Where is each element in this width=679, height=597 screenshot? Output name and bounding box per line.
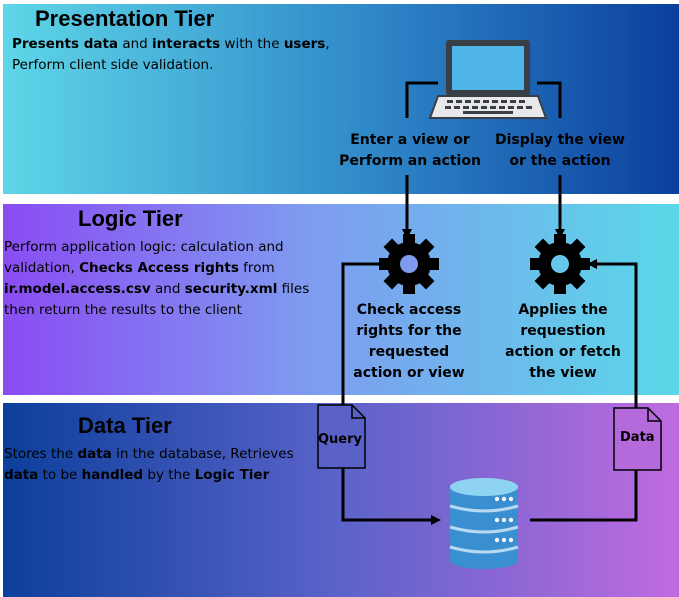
data-tier-title: Data Tier xyxy=(78,413,172,438)
gear-icon xyxy=(379,234,439,294)
logic-tier-description: Perform application logic: calculation a… xyxy=(4,239,310,318)
presentation-tier-title: Presentation Tier xyxy=(35,6,215,31)
data-tier-description: Stores the data in the database, Retriev… xyxy=(4,446,294,483)
logic-tier-title: Logic Tier xyxy=(78,206,183,231)
query-document-icon xyxy=(317,404,366,469)
query-flow-line xyxy=(341,262,441,525)
gear-icon xyxy=(530,234,590,294)
presentation-tier-description: Presents data and interacts with the use… xyxy=(12,36,330,73)
query-label: Query xyxy=(318,432,363,447)
data-document-icon xyxy=(613,407,662,471)
response-arrow xyxy=(537,81,560,234)
laptop-icon xyxy=(428,40,548,119)
database-icon xyxy=(449,478,519,569)
presentation-tier-band xyxy=(3,4,679,194)
data-flow-line xyxy=(530,259,638,522)
request-arrow xyxy=(407,81,438,234)
data-label: Data xyxy=(620,430,655,445)
